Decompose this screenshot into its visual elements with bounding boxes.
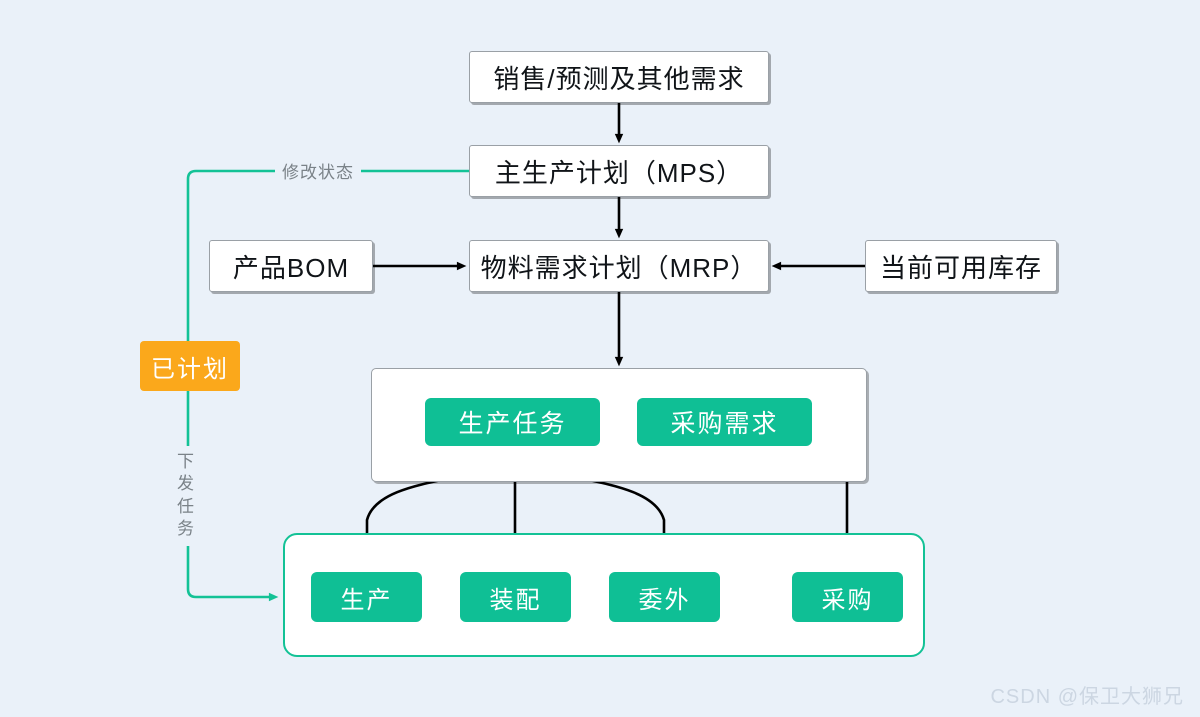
node-label: 委外 — [638, 586, 691, 614]
node-label: 装配 — [489, 586, 542, 614]
node-label: 采购 — [821, 586, 874, 614]
edge-label-text: 修改状态 — [282, 163, 354, 182]
node-label: 生产任务 — [458, 410, 567, 438]
watermark: CSDN @保卫大狮兄 — [990, 686, 1184, 708]
edge-label-dispatch-task: 下 发 任 务 — [175, 446, 197, 546]
node-label: 主生产计划（MPS） — [494, 157, 744, 188]
node-exec-production[interactable]: 生产 — [311, 572, 422, 622]
node-current-available-stock[interactable]: 当前可用库存 — [865, 240, 1057, 292]
node-master-production-schedule[interactable]: 主生产计划（MPS） — [469, 145, 769, 197]
node-production-task[interactable]: 生产任务 — [425, 398, 600, 446]
node-label: 当前可用库存 — [879, 252, 1042, 283]
node-exec-purchase[interactable]: 采购 — [792, 572, 903, 622]
edge-label-char: 务 — [177, 519, 195, 539]
node-label: 生产 — [340, 586, 393, 614]
node-material-requirement-plan[interactable]: 物料需求计划（MRP） — [469, 240, 769, 292]
node-exec-outsourcing[interactable]: 委外 — [609, 572, 720, 622]
node-purchase-requirement[interactable]: 采购需求 — [637, 398, 812, 446]
node-product-bom[interactable]: 产品BOM — [209, 240, 373, 292]
status-badge-planned[interactable]: 已计划 — [140, 341, 240, 391]
edge-label-char: 下 — [177, 452, 195, 471]
node-label: 产品BOM — [232, 252, 350, 283]
node-label: 销售/预测及其他需求 — [493, 63, 745, 94]
edge-label-char: 发 — [177, 474, 195, 494]
status-badge-label: 已计划 — [151, 355, 229, 383]
edge-label-char: 任 — [177, 496, 195, 516]
edge-label-modify-status: 修改状态 — [275, 158, 361, 183]
node-label: 物料需求计划（MRP） — [480, 252, 758, 283]
node-exec-assembly[interactable]: 装配 — [460, 572, 571, 622]
node-sales-forecast-demand[interactable]: 销售/预测及其他需求 — [469, 51, 769, 103]
node-label: 采购需求 — [670, 410, 779, 438]
